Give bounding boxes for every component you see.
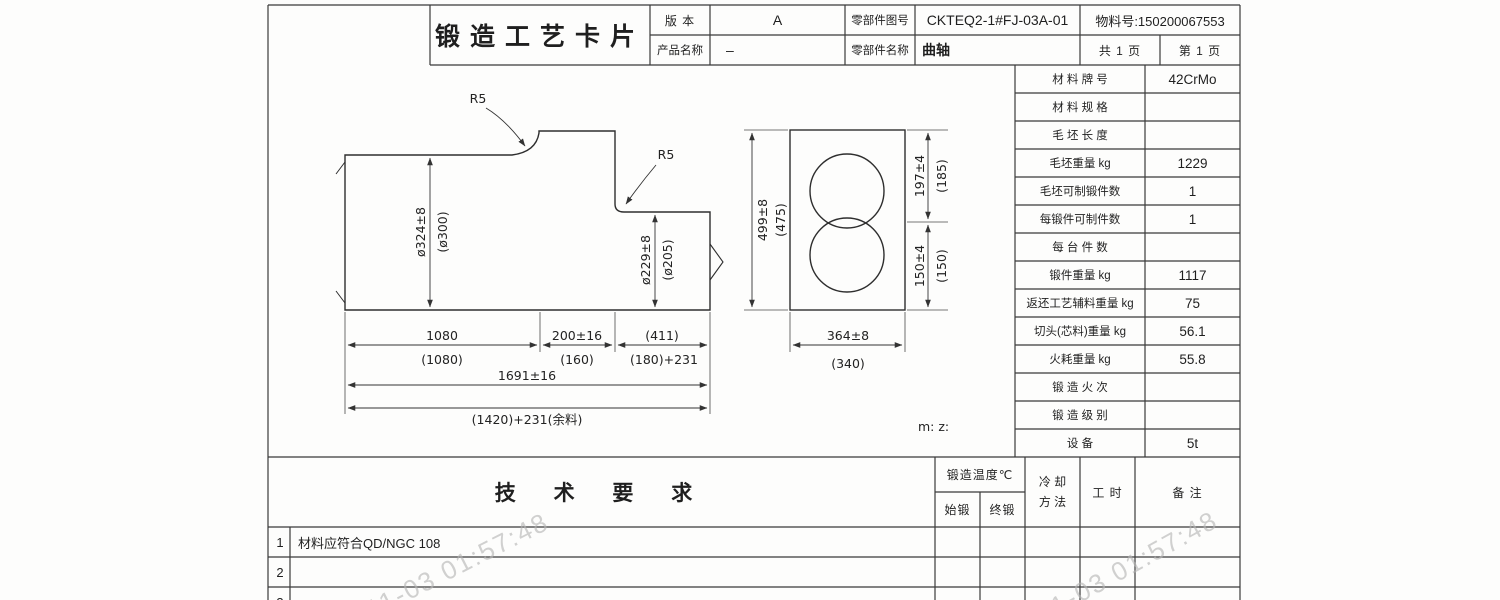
forging-grade-value [1145, 401, 1240, 429]
len-total-ref-dim: (1420)+231(余料) [472, 412, 583, 427]
end-forge-label: 终锻 [989, 503, 1016, 517]
part-drawing-no-label: 零部件图号 [851, 15, 909, 27]
len-total-dim: 1691±16 [498, 368, 556, 383]
forging-heats-value [1145, 373, 1240, 401]
material-grade-label: 材 料 牌 号 [1052, 74, 1108, 86]
dimension-lines [347, 107, 931, 411]
dia-tail-ref-dim: (ø205) [660, 239, 675, 280]
returned-material-weight-label: 返还工艺辅料重量 kg [1026, 298, 1134, 310]
burn-loss-weight-label: 火耗重量 kg [1049, 354, 1111, 366]
tech-row-text: 材料应符合QD/NGC 108 [298, 535, 441, 551]
version-value: A [772, 12, 783, 28]
tech-row-number: 3 [268, 587, 290, 600]
extension-lines [344, 129, 948, 414]
crop-end-weight-value: 56.1 [1179, 323, 1206, 339]
material-spec-label: 材 料 规 格 [1052, 102, 1108, 114]
fillet-radius-label-left: R5 [470, 91, 487, 106]
blank-weight-value: 1229 [1177, 155, 1208, 171]
part-drawing-no-value: CKTEQ2-1#FJ-03A-01 [926, 12, 1069, 28]
tech-requirements-title: 技 术 要 求 [494, 482, 709, 505]
parts-per-unit-label: 每 台 件 数 [1052, 242, 1108, 254]
cooling-method-label: 冷 却 方 法 [1025, 457, 1080, 527]
crop-end-weight-label: 切头(芯料)重量 kg [1034, 326, 1126, 338]
work-hours-label: 工 时 [1092, 485, 1123, 500]
material-grade-value: 42CrMo [1168, 71, 1217, 87]
dia-main-dim: ø324±8 [413, 207, 428, 257]
dia-tail-dim: ø229±8 [638, 235, 653, 285]
total-pages: 共 1 页 [1098, 43, 1142, 58]
material-spec-value [1145, 93, 1240, 121]
cooling-method-line1: 冷 却 [1038, 474, 1067, 489]
version-label: 版 本 [664, 13, 696, 28]
equipment-value: 5t [1186, 435, 1199, 451]
tech-row-number: 1 [276, 534, 284, 550]
len-tail-dim: (411) [645, 328, 679, 343]
forgings-per-blank-label: 毛坯可制锻件数 [1039, 186, 1121, 198]
web-height-dim: 499±8 [755, 199, 770, 241]
product-name-label: 产品名称 [657, 45, 703, 57]
len-main-dim: 1080 [426, 328, 458, 343]
web-width-ref-dim: (340) [831, 356, 865, 371]
forging-grade-label: 锻 造 级 别 [1052, 410, 1108, 422]
web-upper-dim: 197±4 [912, 155, 927, 197]
start-forge-label: 始锻 [944, 503, 971, 517]
forging-heats-label: 锻 造 火 次 [1052, 382, 1108, 394]
web-lower-dim: 150±4 [912, 245, 927, 287]
len-mid-ref-dim: (160) [560, 352, 594, 367]
tech-row-number: 2 [276, 564, 284, 580]
len-mid-dim: 200±16 [552, 328, 602, 343]
web-width-dim: 364±8 [827, 328, 869, 343]
dimension-labels: R5 R5 ø324±8 (ø300) ø229±8 (ø205) 1080 (… [413, 91, 949, 434]
parts-per-forging-value: 1 [1188, 211, 1197, 227]
fillet-radius-label-right: R5 [658, 147, 675, 162]
web-end-view [789, 129, 906, 311]
card-title: 锻造工艺卡片 [434, 23, 645, 51]
returned-material-weight-value: 75 [1184, 295, 1201, 311]
dia-main-ref-dim: (ø300) [435, 211, 450, 252]
shaft-profile [335, 130, 724, 311]
len-tail-ref-dim: (180)+231 [630, 352, 698, 367]
len-main-ref-dim: (1080) [421, 352, 463, 367]
web-upper-ref-dim: (185) [934, 159, 949, 193]
mz-note: m: z: [918, 419, 949, 434]
parts-per-unit-value [1145, 233, 1240, 261]
forge-temp-label: 锻造温度℃ [946, 468, 1014, 482]
remark-label: 备 注 [1172, 485, 1203, 500]
web-height-ref-dim: (475) [773, 203, 788, 237]
burn-loss-weight-value: 55.8 [1179, 351, 1206, 367]
web-lower-ref-dim: (150) [934, 249, 949, 283]
product-name-value: – [726, 42, 734, 58]
forging-weight-label: 锻件重量 kg [1049, 270, 1111, 282]
part-name-value: 曲轴 [922, 42, 950, 58]
cooling-method-line2: 方 法 [1038, 495, 1067, 509]
equipment-label: 设 备 [1066, 438, 1094, 450]
blank-length-label: 毛 坯 长 度 [1052, 130, 1108, 142]
part-name-label: 零部件名称 [851, 45, 909, 57]
page-no: 第 1 页 [1178, 43, 1222, 58]
forgings-per-blank-value: 1 [1188, 183, 1197, 199]
blank-length-value [1145, 121, 1240, 149]
parts-per-forging-label: 每锻件可制件数 [1039, 214, 1121, 226]
forging-weight-value: 1117 [1178, 267, 1207, 283]
blank-weight-label: 毛坯重量 kg [1049, 158, 1111, 170]
material-no: 物料号:150200067553 [1095, 13, 1225, 29]
